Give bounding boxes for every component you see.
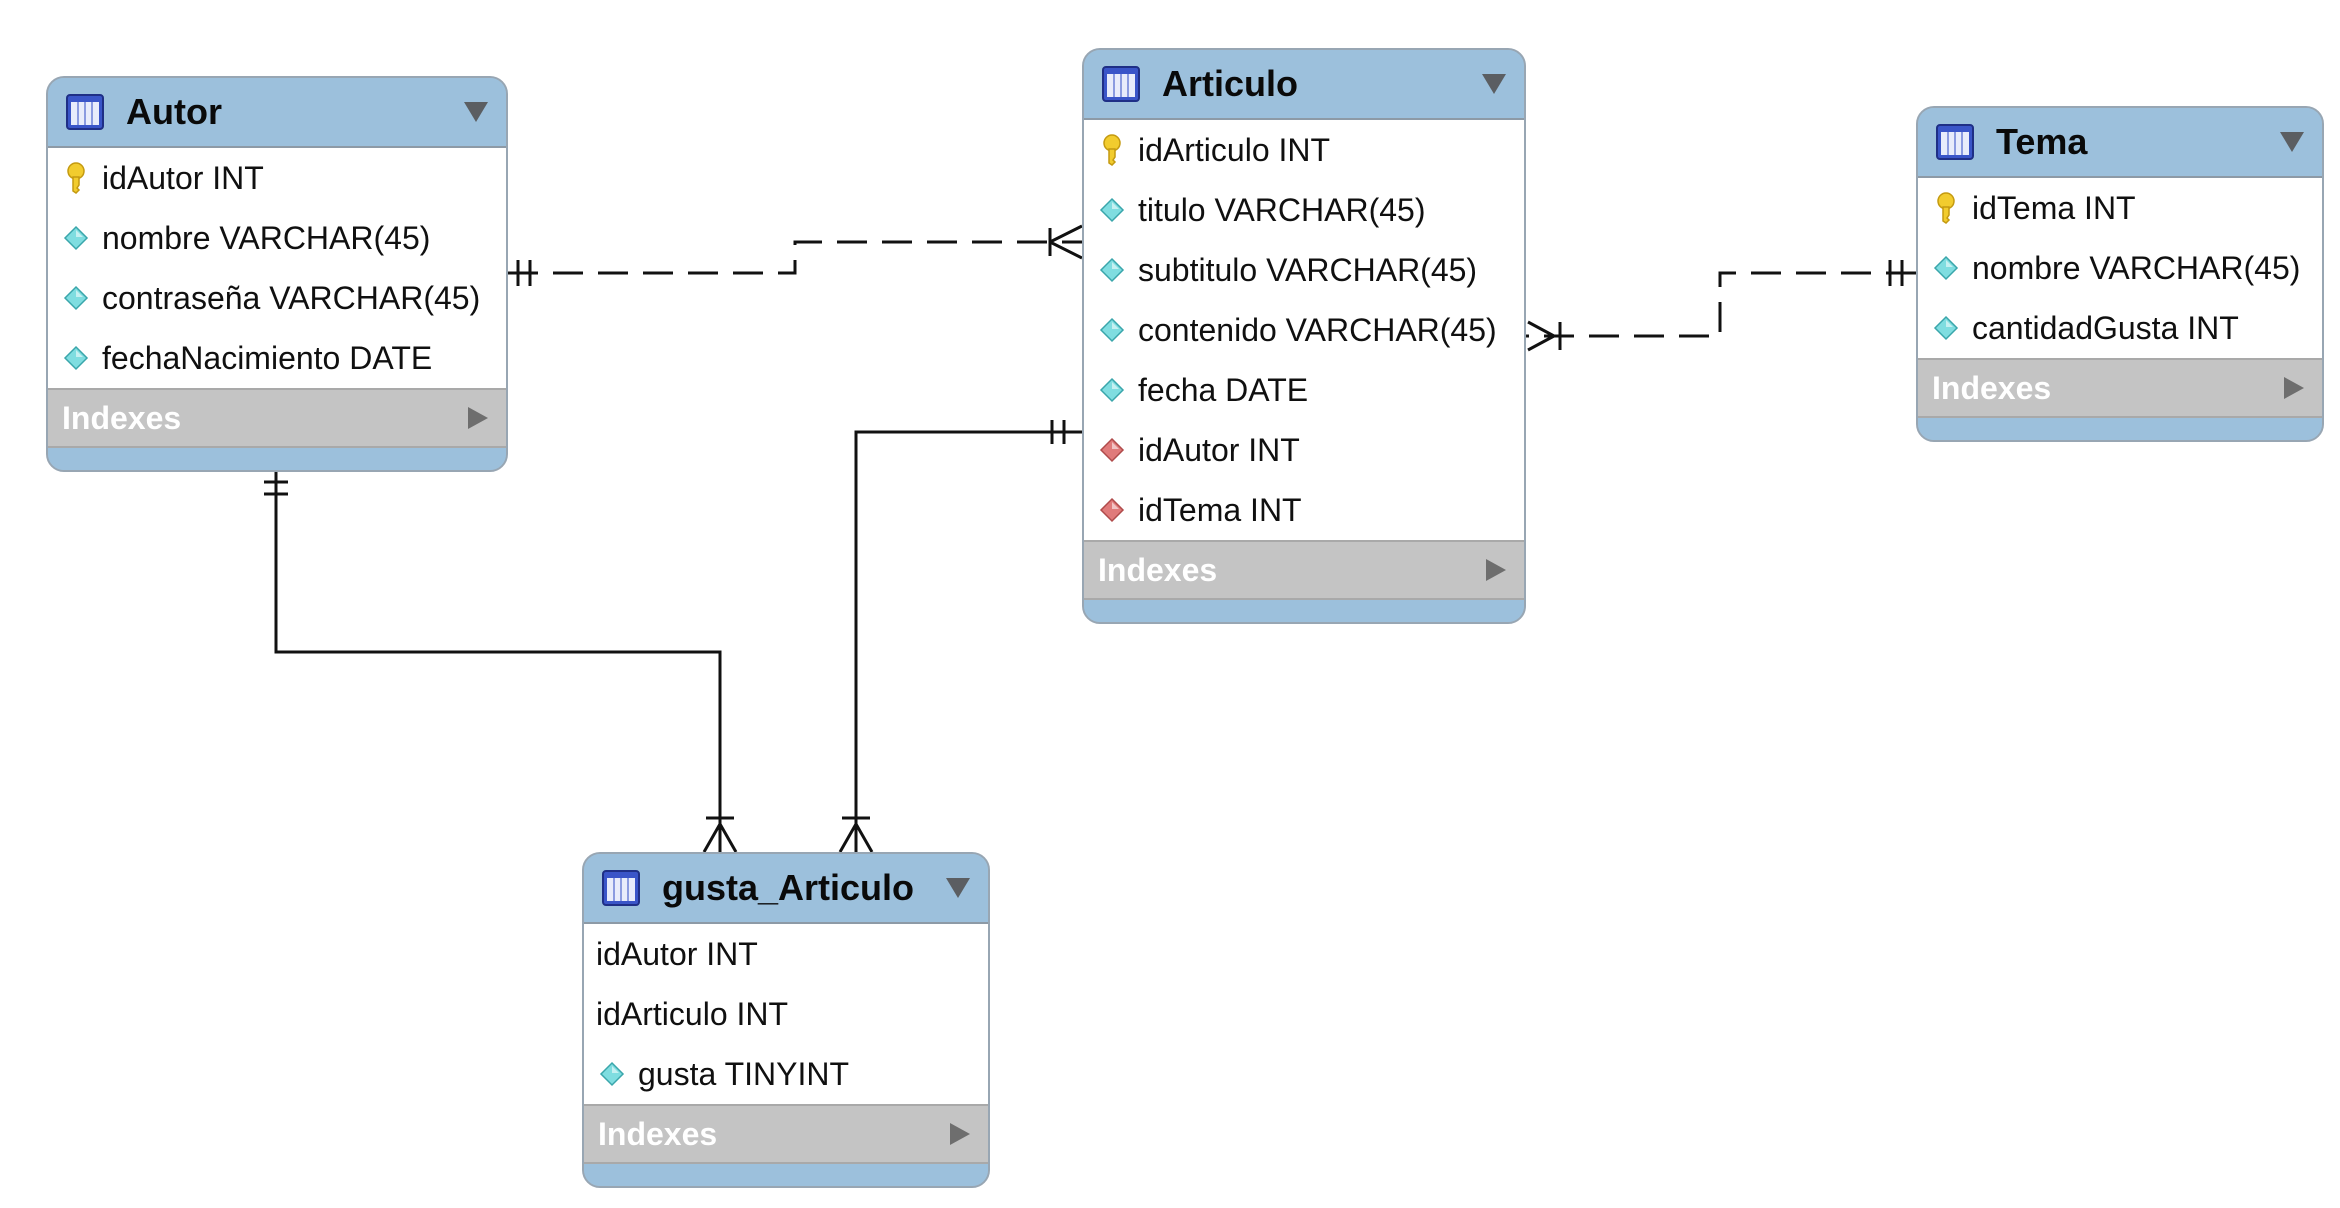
column-row[interactable]: contenido VARCHAR(45) (1084, 300, 1524, 360)
indexes-bar[interactable]: Indexes (584, 1104, 988, 1164)
crowfoot-marker (702, 823, 738, 853)
relationship-articulo-gusta (854, 430, 1082, 852)
column-label: idAutor INT (102, 159, 264, 196)
table-icon (1936, 124, 1974, 160)
column-label: cantidadGusta INT (1972, 309, 2239, 346)
table-icon (602, 870, 640, 906)
expand-arrow-icon[interactable] (1484, 557, 1508, 583)
relationship-autor-articulo (508, 240, 1082, 275)
column-row[interactable]: idAutor INT (1084, 420, 1524, 480)
diamond-icon (598, 1058, 626, 1090)
diamond-icon (1932, 252, 1960, 284)
indexes-bar[interactable]: Indexes (48, 388, 506, 448)
table-footer (1084, 600, 1524, 622)
column-label: titulo VARCHAR(45) (1138, 191, 1426, 228)
crowfoot-marker (1527, 320, 1555, 352)
diamond-icon (1098, 194, 1126, 226)
column-row[interactable]: idAutor INT (48, 148, 506, 208)
collapse-toggle-icon[interactable] (1480, 72, 1508, 96)
column-row[interactable]: fechaNacimiento DATE (48, 328, 506, 388)
diamond-icon (1932, 312, 1960, 344)
column-label: fecha DATE (1138, 371, 1309, 408)
column-row[interactable]: idArticulo INT (584, 984, 988, 1044)
diamond-icon (1098, 254, 1126, 286)
table-header[interactable]: Autor (48, 78, 506, 148)
table-columns: idTema INT nombre VARCHAR(45) cantidadGust… (1918, 178, 2322, 358)
collapse-toggle-icon[interactable] (462, 100, 490, 124)
crowfoot-marker (838, 823, 874, 853)
table-icon (66, 94, 104, 130)
key-icon (62, 162, 90, 194)
column-row[interactable]: idArticulo INT (1084, 120, 1524, 180)
column-label: idTema INT (1138, 491, 1302, 528)
crowfoot-marker (1049, 224, 1083, 260)
column-label: subtitulo VARCHAR(45) (1138, 251, 1478, 288)
relationship-autor-gusta (274, 470, 722, 852)
key-icon (1098, 134, 1126, 166)
column-label: fechaNacimiento DATE (102, 339, 433, 376)
collapse-toggle-icon[interactable] (944, 876, 972, 900)
diamond-icon (62, 282, 90, 314)
table-footer (48, 448, 506, 470)
table-tema[interactable]: Tema idTema INT nombre VARCHAR(45) cantida… (1916, 106, 2324, 442)
table-gusta-articulo[interactable]: gusta_Articulo idAutor INT idArticulo INT… (582, 852, 990, 1188)
column-label: nombre VARCHAR(45) (102, 219, 431, 256)
indexes-label: Indexes (598, 1115, 718, 1152)
column-row[interactable]: idTema INT (1918, 178, 2322, 238)
table-header[interactable]: gusta_Articulo (584, 854, 988, 924)
indexes-bar[interactable]: Indexes (1084, 540, 1524, 600)
table-title: Tema (1996, 121, 2088, 162)
table-title: Articulo (1162, 63, 1299, 104)
table-columns: idArticulo INT titulo VARCHAR(45) subtitul… (1084, 120, 1524, 540)
column-label: idAutor INT (596, 935, 758, 972)
column-row[interactable]: subtitulo VARCHAR(45) (1084, 240, 1524, 300)
indexes-bar[interactable]: Indexes (1918, 358, 2322, 418)
column-row[interactable]: nombre VARCHAR(45) (1918, 238, 2322, 298)
column-label: nombre VARCHAR(45) (1972, 249, 2301, 286)
red-diamond-icon (1098, 494, 1126, 526)
diamond-icon (62, 342, 90, 374)
column-row[interactable]: nombre VARCHAR(45) (48, 208, 506, 268)
column-row[interactable]: idTema INT (1084, 480, 1524, 540)
table-columns: idAutor INT idArticulo INT gusta TINYINT (584, 924, 988, 1104)
indexes-label: Indexes (62, 399, 182, 436)
indexes-label: Indexes (1932, 369, 2052, 406)
column-label: gusta TINYINT (638, 1055, 850, 1092)
column-label: idArticulo INT (1138, 131, 1331, 168)
column-label: idArticulo INT (596, 995, 789, 1032)
column-label: contenido VARCHAR(45) (1138, 311, 1497, 348)
expand-arrow-icon[interactable] (2282, 375, 2306, 401)
key-icon (1932, 192, 1960, 224)
table-footer (1918, 418, 2322, 440)
column-row[interactable]: idAutor INT (584, 924, 988, 984)
table-articulo[interactable]: Articulo idArticulo INT titulo VARCHAR(45… (1082, 48, 1526, 624)
table-icon (1102, 66, 1140, 102)
table-columns: idAutor INT nombre VARCHAR(45) contraseña … (48, 148, 506, 388)
red-diamond-icon (1098, 434, 1126, 466)
table-header[interactable]: Articulo (1084, 50, 1524, 120)
table-footer (584, 1164, 988, 1186)
table-title: Autor (126, 91, 222, 132)
column-row[interactable]: fecha DATE (1084, 360, 1524, 420)
expand-arrow-icon[interactable] (948, 1121, 972, 1147)
diamond-icon (62, 222, 90, 254)
column-row[interactable]: contraseña VARCHAR(45) (48, 268, 506, 328)
diamond-icon (1098, 314, 1126, 346)
collapse-toggle-icon[interactable] (2278, 130, 2306, 154)
relationship-tema-articulo (1526, 271, 1916, 338)
table-header[interactable]: Tema (1918, 108, 2322, 178)
table-autor[interactable]: Autor idAutor INT nombre VARCHAR(45) contr… (46, 76, 508, 472)
column-label: idTema INT (1972, 189, 2136, 226)
indexes-label: Indexes (1098, 551, 1218, 588)
diamond-icon (1098, 374, 1126, 406)
column-label: contraseña VARCHAR(45) (102, 279, 481, 316)
column-row[interactable]: titulo VARCHAR(45) (1084, 180, 1524, 240)
column-row[interactable]: gusta TINYINT (584, 1044, 988, 1104)
column-row[interactable]: cantidadGusta INT (1918, 298, 2322, 358)
table-title: gusta_Articulo (662, 867, 915, 908)
expand-arrow-icon[interactable] (466, 405, 490, 431)
column-label: idAutor INT (1138, 431, 1300, 468)
